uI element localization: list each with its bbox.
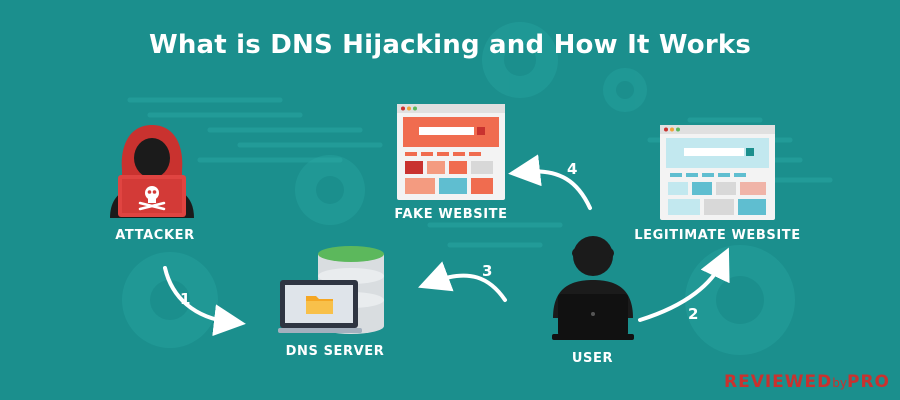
brand-logo: REVIEWEDbyPRO (723, 372, 890, 392)
step-number-1: 1 (180, 290, 191, 308)
dns-server-icon (278, 246, 384, 334)
user-icon (552, 236, 634, 340)
fake-website-icon (397, 104, 505, 200)
dns-server-label: DNS SERVER (285, 344, 385, 359)
arrow-step-4 (508, 154, 592, 210)
fake-website-label: FAKE WEBSITE (394, 207, 508, 222)
diagram-title: What is DNS Hijacking and How It Works (148, 30, 752, 60)
arrow-step-1 (163, 266, 246, 337)
arrow-step-2 (638, 247, 730, 322)
step-number-4: 4 (567, 160, 578, 178)
step-number-2: 2 (688, 305, 699, 323)
legitimate-website-icon (660, 125, 775, 220)
user-label: USER (571, 351, 614, 366)
attacker-label: ATTACKER (115, 228, 195, 243)
step-number-3: 3 (482, 262, 493, 280)
arrow-step-3 (418, 261, 507, 302)
legitimate-website-label: LEGITIMATE WEBSITE (634, 228, 801, 243)
hacker-icon (110, 125, 194, 218)
